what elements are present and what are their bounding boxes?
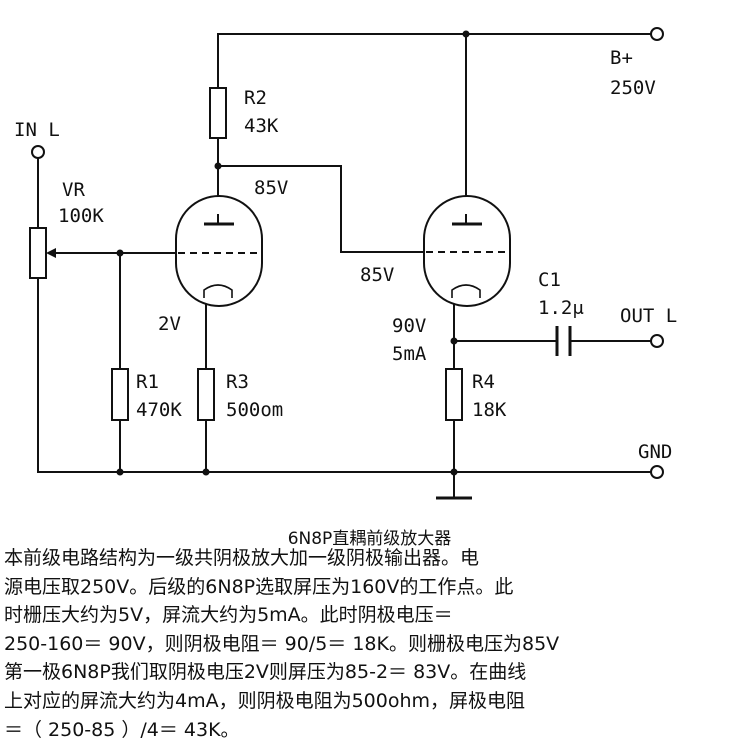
b-plus-terminal — [650, 27, 664, 41]
description-text: 本前级电路结构为一级共阴极放大加一级阴极输出器。电 源电压取250V。后级的6N… — [4, 544, 738, 744]
description-line: 250-160＝ 90V，则阴极电阻＝ 90/5＝ 18K。则栅极电压为85V — [4, 632, 560, 655]
out-l-terminal — [650, 334, 664, 348]
description-line: 上对应的屏流大约为4mA，则阴极电阻为500ohm，屏极电阻 — [4, 689, 526, 712]
r2-value-label: 43K — [244, 115, 279, 137]
description-line: 本前级电路结构为一级共阴极放大加一级阴极输出器。电 — [4, 547, 480, 569]
r1-name-label: R1 — [136, 371, 159, 393]
c1-name-label: C1 — [538, 269, 561, 291]
capacitor-c1 — [555, 326, 572, 356]
v2-grid-voltage-label: 85V — [360, 264, 394, 286]
in-l-label: IN L — [14, 119, 60, 141]
r2-name-label: R2 — [244, 87, 267, 109]
r3-name-label: R3 — [226, 371, 249, 393]
description-line: 源电压取250V。后级的6N8P选取屏压为160V的工作点。此 — [4, 575, 514, 598]
in-l-terminal — [31, 145, 45, 159]
r1-value-label: 470K — [136, 399, 182, 421]
junction-dots — [116, 30, 470, 476]
v1-plate-voltage-label: 85V — [254, 177, 288, 199]
vr-name-label: VR — [62, 179, 85, 201]
description-line: ＝（ 250-85 ）/4＝ 43K。 — [4, 718, 240, 741]
r4-value-label: 18K — [472, 399, 507, 421]
v1-cathode-voltage-label: 2V — [158, 313, 181, 335]
gnd-label: GND — [638, 441, 672, 463]
amplifier-schematic: IN L VR 100K R2 43K B+ 250V 85V 85V 2V C… — [14, 27, 677, 500]
resistor-r3 — [197, 368, 215, 421]
v2-cathode-current-label: 5mA — [392, 343, 427, 365]
resistor-r1 — [111, 368, 129, 421]
description-line: 第一极6N8P我们取阴极电压2V则屏压为85-2＝ 83V。在曲线 — [4, 661, 527, 684]
diagram-caption: 6N8P直耦前级放大器 — [287, 529, 452, 549]
tube-v2 — [423, 195, 511, 307]
c1-value-label: 1.2μ — [538, 297, 584, 319]
gnd-terminal — [650, 465, 664, 479]
resistor-r4 — [445, 368, 463, 421]
potentiometer-vr — [29, 227, 56, 279]
b-plus-voltage-label: 250V — [610, 77, 656, 99]
r4-name-label: R4 — [472, 371, 495, 393]
vr-value-label: 100K — [58, 205, 104, 227]
r3-value-label: 500om — [226, 399, 283, 421]
resistor-r2 — [209, 87, 227, 139]
b-plus-label: B+ — [610, 47, 633, 69]
v2-cathode-voltage-label: 90V — [392, 315, 426, 337]
description-line: 时栅压大约为5V，屏流大约为5mA。此时阴极电压＝ — [4, 604, 453, 627]
out-l-label: OUT L — [620, 305, 677, 327]
tube-v1 — [175, 195, 263, 307]
wiring — [37, 33, 651, 498]
